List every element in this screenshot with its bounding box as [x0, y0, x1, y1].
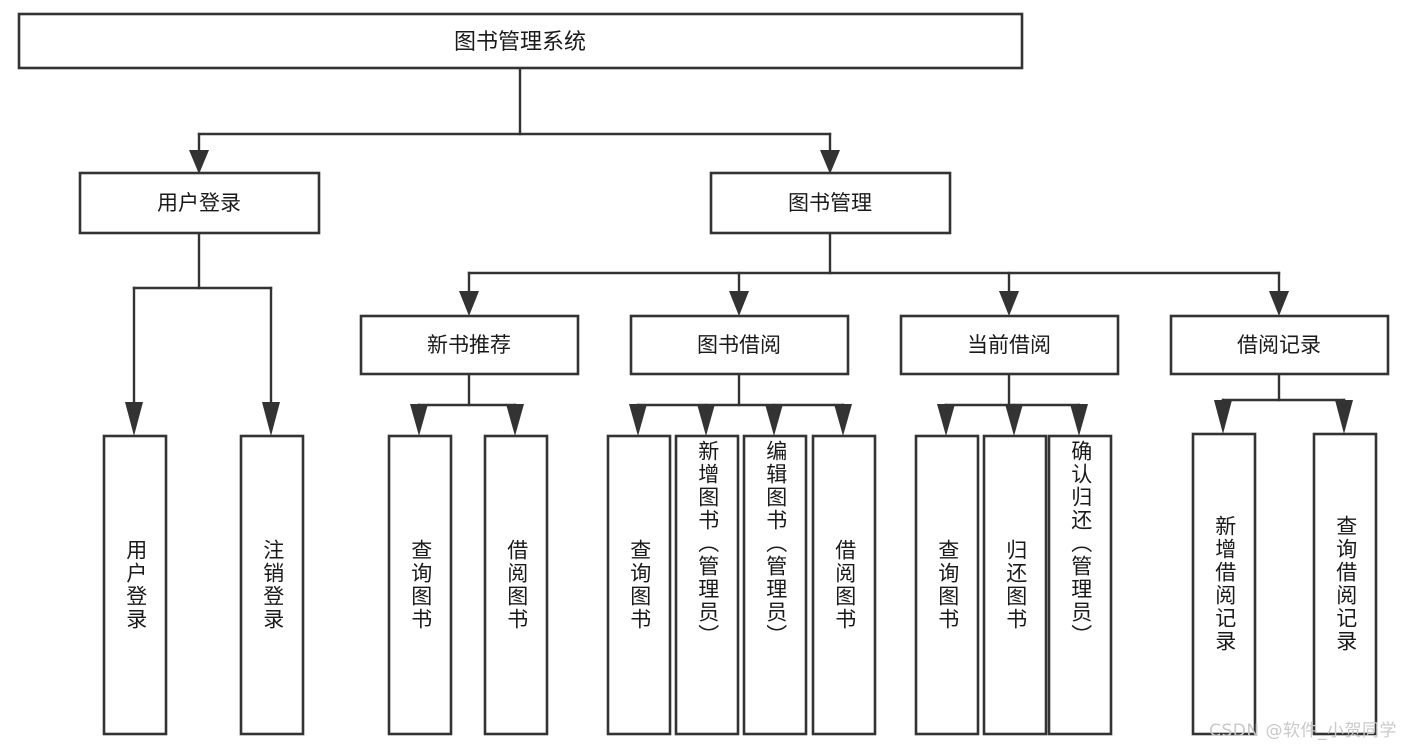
node-label-borrow-record: 借阅记录	[1237, 333, 1321, 357]
node-label-current-borrow: 当前借阅	[967, 333, 1051, 357]
arrowhead-new-book-recommend	[459, 291, 479, 316]
node-label-user-login: 用户登录	[157, 191, 241, 215]
node-label-book-management: 图书管理	[788, 191, 872, 215]
arrowhead-leaf-logout-login	[262, 402, 280, 436]
node-box-book-borrow[interactable]	[629, 314, 850, 376]
node-box-current-borrow[interactable]	[899, 314, 1120, 376]
node-box-leaf-add-record[interactable]	[1191, 432, 1257, 736]
arrowhead-user-login	[189, 150, 209, 174]
node-box-leaf-add-book[interactable]	[674, 434, 740, 736]
node-box-leaf-query-book-1[interactable]	[387, 434, 453, 736]
node-box-leaf-user-login[interactable]	[102, 434, 168, 736]
arrowhead-leaf-borrow-book-1	[506, 404, 524, 436]
arrowhead-layer	[125, 150, 1353, 436]
node-box-layer: 图书管理系统 用户登录 图书管理 新书推荐 图书借阅 当前借阅 借阅记录	[17, 12, 1390, 736]
arrowhead-leaf-query-record	[1335, 400, 1353, 434]
arrowhead-leaf-query-book-3	[937, 404, 955, 436]
node-box-leaf-borrow-book-2[interactable]	[811, 434, 877, 736]
node-box-new-book-recommend[interactable]	[359, 314, 580, 376]
arrowhead-book-management	[820, 150, 840, 174]
watermark-text: CSDN @软件_小贺同学	[1209, 721, 1397, 741]
node-label-book-borrow: 图书借阅	[697, 333, 781, 357]
arrowhead-leaf-confirm-return	[1070, 404, 1088, 436]
node-box-leaf-query-book-3[interactable]	[914, 434, 980, 736]
node-box-borrow-record[interactable]	[1169, 314, 1390, 376]
node-box-leaf-logout-login[interactable]	[239, 434, 305, 736]
arrowhead-leaf-add-record	[1214, 400, 1232, 434]
arrowhead-leaf-query-book-1	[410, 404, 428, 436]
node-box-leaf-confirm-return[interactable]	[1047, 434, 1113, 736]
arrowhead-leaf-edit-book	[765, 404, 783, 436]
arrowhead-leaf-borrow-book-2	[834, 404, 852, 436]
arrowhead-leaf-user-login	[125, 402, 143, 436]
node-box-user-login[interactable]	[78, 171, 321, 235]
node-box-leaf-return-book[interactable]	[982, 434, 1048, 736]
arrowhead-leaf-add-book	[697, 404, 715, 436]
node-label-root: 图书管理系统	[454, 30, 586, 55]
arrowhead-leaf-query-book-2	[629, 404, 647, 436]
node-box-root[interactable]	[17, 12, 1024, 70]
arrowhead-borrow-record	[1269, 291, 1289, 316]
node-box-leaf-borrow-book-1[interactable]	[483, 434, 549, 736]
arrowhead-leaf-return-book	[1005, 404, 1023, 436]
node-box-book-management[interactable]	[709, 171, 952, 235]
arrowhead-book-borrow	[729, 291, 749, 316]
node-label-new-book-recommend: 新书推荐	[427, 333, 511, 357]
node-box-leaf-query-record[interactable]	[1312, 432, 1378, 736]
arrowhead-current-borrow	[999, 291, 1019, 316]
node-box-leaf-query-book-2[interactable]	[606, 434, 672, 736]
node-box-leaf-edit-book[interactable]	[742, 434, 808, 736]
